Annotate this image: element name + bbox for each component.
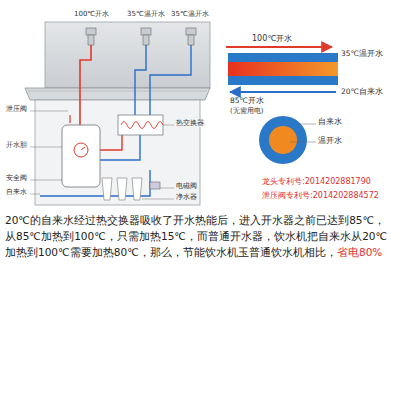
part-label: 85℃开水: [230, 97, 264, 106]
part-label: 净水器: [175, 194, 198, 201]
caption-text: 20℃的自来水经过热交换器吸收了开水热能后，进入开水器之前已达到85℃，从85℃…: [5, 212, 395, 260]
patent-note: 泄压阀专利号:2014202884572: [262, 191, 379, 200]
part-label: 35℃温开水: [341, 50, 383, 59]
patent-note: 龙头专利号:2014202881790: [262, 177, 371, 186]
part-label: 100℃开水: [252, 34, 292, 43]
saving-highlight: 省电80%: [337, 246, 382, 258]
part-label: 35℃温开水: [127, 10, 165, 18]
part-label: 开水胆: [6, 142, 27, 149]
part-label: 热交换器: [175, 120, 205, 127]
part-label: 泄压阀: [6, 106, 27, 113]
part-label: 35℃温开水: [171, 10, 209, 18]
part-label: 自来水: [318, 118, 342, 127]
part-label: 20℃自来水: [341, 88, 383, 97]
part-label: 安全阀: [6, 175, 27, 182]
part-label: 电磁阀: [175, 183, 198, 190]
part-label: 温开水: [318, 137, 342, 146]
part-label: (无需用电): [230, 107, 263, 115]
part-label: 自来水: [6, 189, 27, 196]
part-label: 100℃开水: [74, 10, 109, 18]
caption-body: 20℃的自来水经过热交换器吸收了开水热能后，进入开水器之前已达到85℃，从85℃…: [5, 214, 387, 258]
